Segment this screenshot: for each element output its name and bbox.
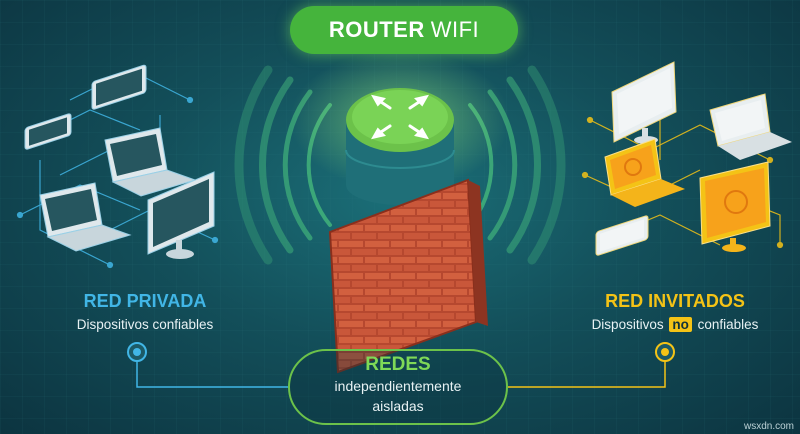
router-icon [290, 50, 510, 205]
guest-network-title: RED INVITADOS [605, 291, 745, 311]
monitor-icon [147, 171, 215, 259]
router-wifi-title: ROUTER WIFI [290, 6, 518, 54]
private-network-title: RED PRIVADA [83, 291, 207, 311]
laptop-icon [39, 182, 132, 252]
private-connector-node [127, 342, 147, 362]
guest-subtitle-post: confiables [697, 317, 759, 332]
watermark: wsxdn.com [743, 421, 794, 432]
isolated-networks-title: REDES [365, 354, 431, 375]
guest-subtitle-pre: Dispositivos [591, 317, 664, 332]
firewall-brick-wall-icon [328, 178, 488, 374]
guest-connector-node [655, 342, 675, 362]
tablet-icon [91, 64, 147, 110]
laptop-icon [709, 93, 792, 160]
laptop-icon [604, 138, 685, 207]
title-bold: ROUTER [328, 17, 425, 42]
monitor-icon [699, 161, 771, 252]
wifi-signal-icon [234, 65, 566, 265]
smartphone-icon [24, 113, 72, 150]
isolated-networks-line2: aisladas [372, 398, 424, 414]
guest-network-subtitle: Dispositivos no confiables [560, 317, 790, 332]
isolated-networks-box [288, 349, 508, 425]
title-light: WIFI [430, 17, 480, 42]
isolated-networks-line1: independientemente [334, 378, 462, 394]
private-network-subtitle: Dispositivos confiables [76, 317, 214, 332]
no-badge: no [669, 317, 692, 332]
smartphone-icon [595, 215, 649, 256]
laptop-icon [104, 127, 197, 197]
connector-lines [136, 352, 666, 388]
monitor-icon [611, 61, 677, 144]
